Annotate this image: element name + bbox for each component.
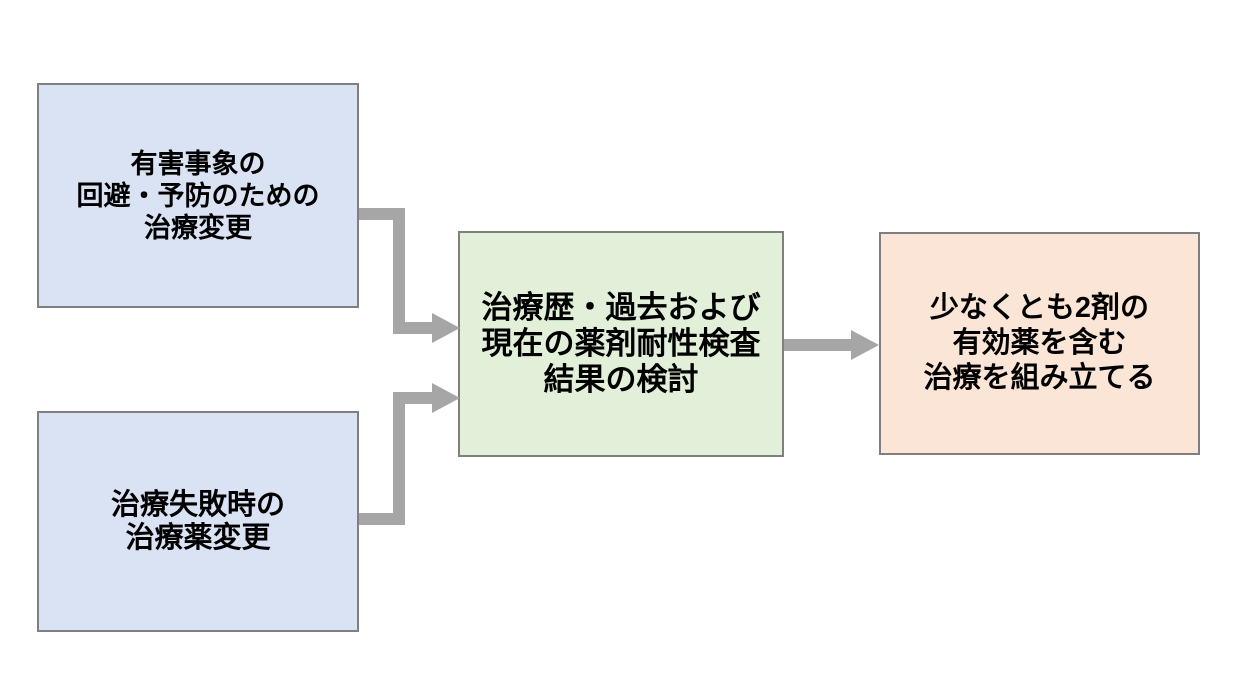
box-treatment-failure-drug-change-label: 治療失敗時の 治療薬変更 xyxy=(110,488,285,554)
arrow-adverse-to-review xyxy=(359,208,460,343)
box-construct-regimen-label: 少なくとも2剤の 有効薬を含む 治療を組み立てる xyxy=(923,292,1156,394)
box-history-and-resistance-review: 治療歴・過去および 現在の薬剤耐性検査 結果の検討 xyxy=(458,231,784,457)
arrowhead-adverse-to-review xyxy=(432,313,460,343)
arrowhead-review-to-construct xyxy=(851,330,879,360)
box-treatment-failure-drug-change: 治療失敗時の 治療薬変更 xyxy=(37,411,359,632)
box-adverse-event-treatment-change: 有害事象の 回避・予防のための 治療変更 xyxy=(37,83,359,308)
box-history-and-resistance-review-label: 治療歴・過去および 現在の薬剤耐性検査 結果の検討 xyxy=(481,290,761,397)
box-adverse-event-treatment-change-label: 有害事象の 回避・予防のための 治療変更 xyxy=(76,148,320,243)
arrow-review-to-construct xyxy=(784,330,879,360)
arrow-failure-to-review xyxy=(359,383,460,525)
box-construct-regimen: 少なくとも2剤の 有効薬を含む 治療を組み立てる xyxy=(879,232,1200,455)
arrowhead-failure-to-review xyxy=(432,383,460,413)
